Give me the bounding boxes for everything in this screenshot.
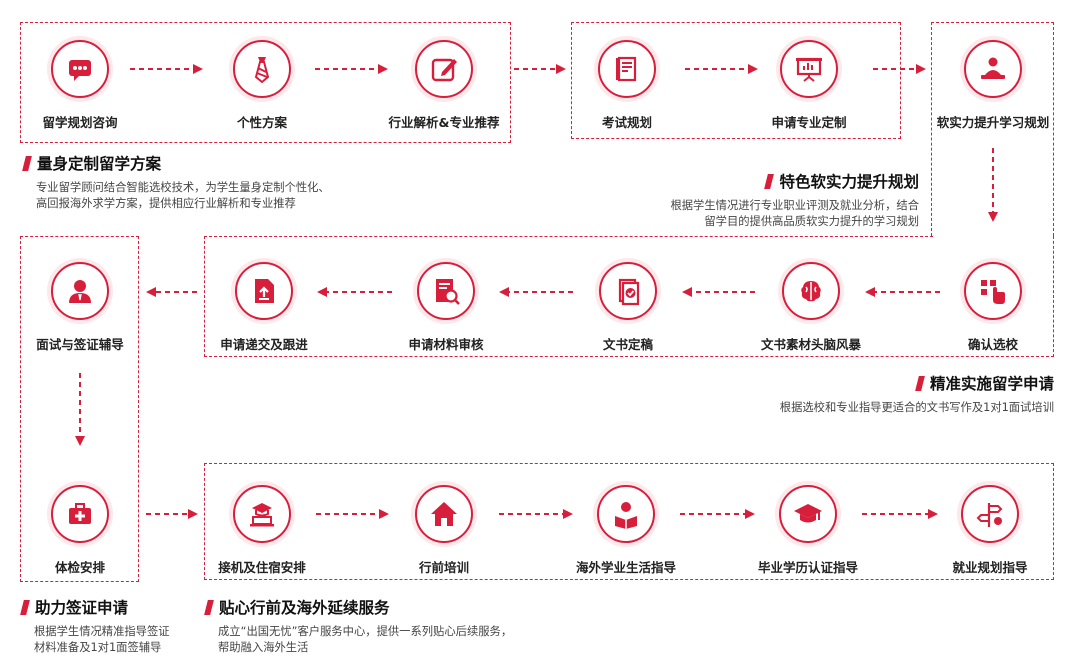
step-interview-visa: 面试与签证辅导	[15, 262, 145, 353]
step-label: 申请递交及跟进	[220, 337, 308, 352]
step-label: 体检安排	[54, 560, 105, 575]
upload-file-icon	[235, 262, 293, 320]
step-label: 文书定稿	[602, 337, 653, 352]
section-desc-line: 根据学生情况进行专业职业评测及就业分析，结合	[670, 199, 919, 212]
step-softpower-plan: 软实力提升学习规划	[928, 40, 1058, 131]
step-label: 文书素材头脑风暴	[760, 337, 861, 352]
step-label: 面试与签证辅导	[36, 337, 124, 352]
stage-box-application-topline	[204, 236, 933, 237]
section-desc-line: 根据学生情况精准指导签证	[34, 625, 170, 638]
step-planning-consult: 留学规划咨询	[15, 40, 145, 131]
necktie-icon	[233, 40, 291, 98]
graduation-laptop-icon	[233, 485, 291, 543]
person-icon	[51, 262, 109, 320]
touch-select-icon	[964, 262, 1022, 320]
signpost-icon	[961, 485, 1019, 543]
presentation-board-icon	[780, 40, 838, 98]
step-pickup-housing: 接机及住宿安排	[197, 485, 327, 576]
step-label: 确认选校	[967, 337, 1018, 352]
section-custom-plan: 量身定制留学方案 专业留学顾问结合智能选校技术，为学生量身定制个性化、 高回报海…	[22, 152, 330, 212]
stage-box-visa	[20, 236, 139, 582]
document-check-icon	[599, 262, 657, 320]
section-title: 量身定制留学方案	[22, 152, 330, 174]
step-career-plan: 就业规划指导	[925, 485, 1055, 576]
section-desc-line: 成立“出国无忧”客户服务中心，提供一系列贴心后续服务，	[218, 625, 513, 638]
step-label: 毕业学历认证指导	[757, 560, 858, 575]
step-degree-cert: 毕业学历认证指导	[743, 485, 873, 576]
step-label: 留学规划咨询	[42, 115, 118, 130]
section-softpower: 特色软实力提升规划 根据学生情况进行专业职业评测及就业分析，结合 留学目的提供高…	[670, 170, 919, 230]
section-desc: 根据选校和专业指导更适合的文书写作及1对1面试培训	[780, 400, 1054, 416]
section-overseas: 贴心行前及海外延续服务 成立“出国无忧”客户服务中心，提供一系列贴心后续服务， …	[204, 596, 512, 656]
document-search-icon	[417, 262, 475, 320]
step-label: 软实力提升学习规划	[936, 115, 1050, 130]
step-label: 行业解析&专业推荐	[388, 115, 500, 130]
step-submit-followup: 申请递交及跟进	[199, 262, 329, 353]
step-label: 个性方案	[236, 115, 287, 130]
step-personal-plan: 个性方案	[197, 40, 327, 131]
step-medical: 体检安排	[15, 485, 145, 576]
section-title: 贴心行前及海外延续服务	[204, 596, 512, 618]
section-desc-line: 材料准备及1对1面签辅导	[34, 641, 162, 654]
section-title-text: 量身定制留学方案	[37, 155, 162, 173]
section-title: 精准实施留学申请	[780, 372, 1054, 394]
section-desc: 成立“出国无忧”客户服务中心，提供一系列贴心后续服务， 帮助融入海外生活	[206, 624, 512, 656]
step-major-custom: 申请专业定制	[744, 40, 874, 131]
exam-paper-icon	[598, 40, 656, 98]
chat-bubble-icon	[51, 40, 109, 98]
section-desc-line: 专业留学顾问结合智能选校技术，为学生量身定制个性化、	[36, 181, 330, 194]
section-desc-line: 高回报海外求学方案，提供相应行业解析和专业推荐	[36, 197, 296, 210]
step-exam-plan: 考试规划	[562, 40, 692, 131]
section-title-text: 助力签证申请	[35, 599, 129, 617]
step-confirm-school: 确认选校	[928, 262, 1058, 353]
section-desc-line: 根据选校和专业指导更适合的文书写作及1对1面试培训	[779, 401, 1054, 414]
stage-box-exam	[571, 22, 901, 139]
stage-box-overseas	[204, 463, 1054, 580]
step-label: 就业规划指导	[952, 560, 1028, 575]
section-desc: 根据学生情况进行专业职业评测及就业分析，结合 留学目的提供高品质软实力提升的学习…	[670, 198, 919, 230]
section-desc-line: 帮助融入海外生活	[218, 641, 309, 654]
step-label: 行前培训	[418, 560, 469, 575]
step-label: 海外学业生活指导	[575, 560, 676, 575]
section-desc-line: 留学目的提供高品质软实力提升的学习规划	[704, 215, 919, 228]
graduation-cap-icon	[779, 485, 837, 543]
step-doc-finalize: 文书定稿	[563, 262, 693, 353]
reading-person-icon	[597, 485, 655, 543]
section-title: 助力签证申请	[20, 596, 170, 618]
section-visa: 助力签证申请 根据学生情况精准指导签证 材料准备及1对1面签辅导	[20, 596, 170, 656]
brain-icon	[782, 262, 840, 320]
step-brainstorm: 文书素材头脑风暴	[746, 262, 876, 353]
step-material-review: 申请材料审核	[381, 262, 511, 353]
step-industry-analysis: 行业解析&专业推荐	[379, 40, 509, 131]
edit-icon	[415, 40, 473, 98]
section-desc: 专业留学顾问结合智能选校技术，为学生量身定制个性化、 高回报海外求学方案，提供相…	[24, 180, 330, 212]
step-label: 申请专业定制	[771, 115, 847, 130]
step-predeparture: 行前培训	[379, 485, 509, 576]
medical-kit-icon	[51, 485, 109, 543]
step-label: 申请材料审核	[408, 337, 484, 352]
step-label: 接机及住宿安排	[218, 560, 306, 575]
section-title-text: 精准实施留学申请	[929, 375, 1054, 393]
section-application: 精准实施留学申请 根据选校和专业指导更适合的文书写作及1对1面试培训	[780, 372, 1054, 416]
section-title-text: 特色软实力提升规划	[779, 173, 919, 191]
stage-box-application	[204, 236, 1054, 357]
stage-box-softpower-application	[931, 22, 1054, 236]
section-title: 特色软实力提升规划	[670, 170, 919, 192]
step-label: 考试规划	[601, 115, 652, 130]
step-overseas-life: 海外学业生活指导	[561, 485, 691, 576]
section-desc: 根据学生情况精准指导签证 材料准备及1对1面签辅导	[22, 624, 170, 656]
student-laptop-icon	[964, 40, 1022, 98]
home-icon	[415, 485, 473, 543]
stage-box-consulting	[20, 22, 511, 143]
section-title-text: 贴心行前及海外延续服务	[219, 599, 390, 617]
